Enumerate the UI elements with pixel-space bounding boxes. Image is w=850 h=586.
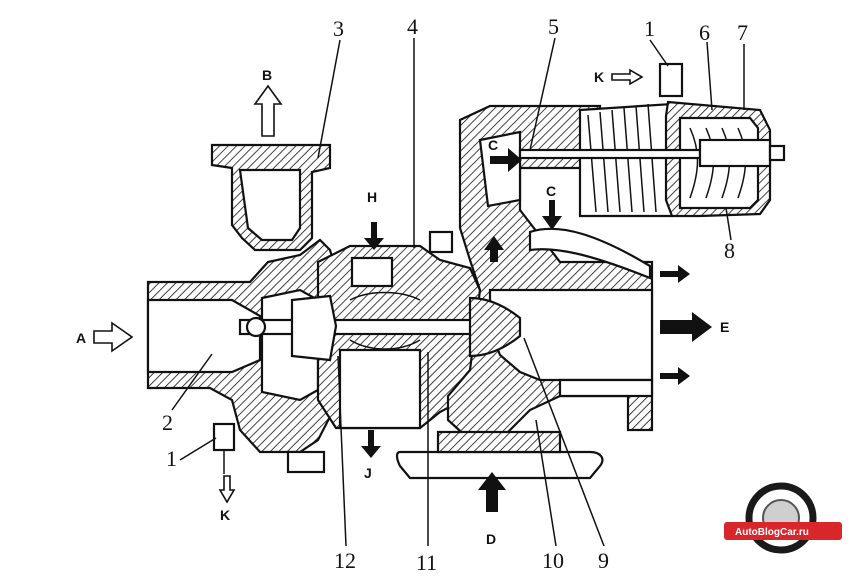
flow-label-k-bottom: K	[220, 507, 230, 523]
flow-label-c-left: C	[488, 137, 498, 153]
turbo-shaft	[238, 318, 492, 336]
upper-bolt	[428, 230, 454, 254]
arrow-exhaust-lower	[660, 367, 690, 385]
callout-9: 9	[598, 548, 609, 573]
arrow-c-down	[542, 200, 562, 230]
watermark-text: AutoBlogCar.ru	[735, 527, 809, 538]
flow-label-h: H	[367, 189, 377, 205]
watermark-logo: AutoBlogCar.ru	[724, 482, 842, 554]
callout-1-top: 1	[644, 16, 655, 41]
flow-label-e: E	[720, 319, 729, 335]
arrow-k-bottom	[218, 475, 236, 504]
turbine-wheel	[468, 296, 522, 358]
callout-6: 6	[699, 20, 710, 45]
callout-4: 4	[407, 14, 418, 39]
callout-8: 8	[724, 238, 735, 263]
turbine-housing	[395, 104, 654, 480]
oil-fittings	[212, 230, 454, 474]
callout-5: 5	[548, 14, 559, 39]
flow-label-b: B	[262, 67, 272, 83]
arrow-d	[478, 472, 506, 512]
arrow-b	[253, 84, 283, 137]
flow-label-a: A	[76, 330, 86, 346]
lower-bolt	[286, 450, 326, 474]
arrow-a	[93, 321, 134, 353]
oil-drain-fitting	[212, 422, 236, 452]
compressor-housing	[146, 238, 338, 454]
arrow-bypass-up	[484, 236, 504, 262]
rotor-assembly	[238, 294, 522, 362]
flow-letters: A B C C D E H J K K	[76, 67, 729, 547]
actuator-rod	[518, 148, 702, 160]
shaft-nut	[245, 316, 267, 338]
arrow-j	[361, 430, 381, 458]
callout-numbers: 3 4 5 1 6 7 8 2 1 12 11 10 9	[162, 14, 748, 575]
flow-label-d: D	[486, 531, 496, 547]
wastegate-actuator	[518, 62, 786, 218]
pressure-nipple	[658, 62, 684, 98]
flow-label-c-down: C	[546, 183, 556, 199]
arrow-k-top	[611, 68, 644, 86]
flow-label-j: J	[364, 465, 372, 481]
bearing-housing	[316, 244, 482, 430]
arrow-c-right	[490, 148, 522, 172]
leader-lines	[171, 37, 745, 547]
callout-1-left: 1	[166, 446, 177, 471]
compressor-outlet-pipe	[210, 143, 332, 252]
watermark-banner	[724, 522, 842, 540]
callout-3: 3	[333, 16, 344, 41]
callout-11: 11	[416, 550, 437, 575]
arrow-exhaust-upper	[660, 265, 690, 283]
callout-10: 10	[542, 548, 564, 573]
compressor-wheel	[290, 294, 338, 362]
flow-arrows	[93, 68, 712, 512]
arrow-e	[660, 312, 712, 342]
callout-7: 7	[737, 20, 748, 45]
flow-label-k-top: K	[594, 69, 604, 85]
arrow-h	[364, 222, 384, 250]
callout-12: 12	[334, 548, 356, 573]
callout-2: 2	[162, 410, 173, 435]
